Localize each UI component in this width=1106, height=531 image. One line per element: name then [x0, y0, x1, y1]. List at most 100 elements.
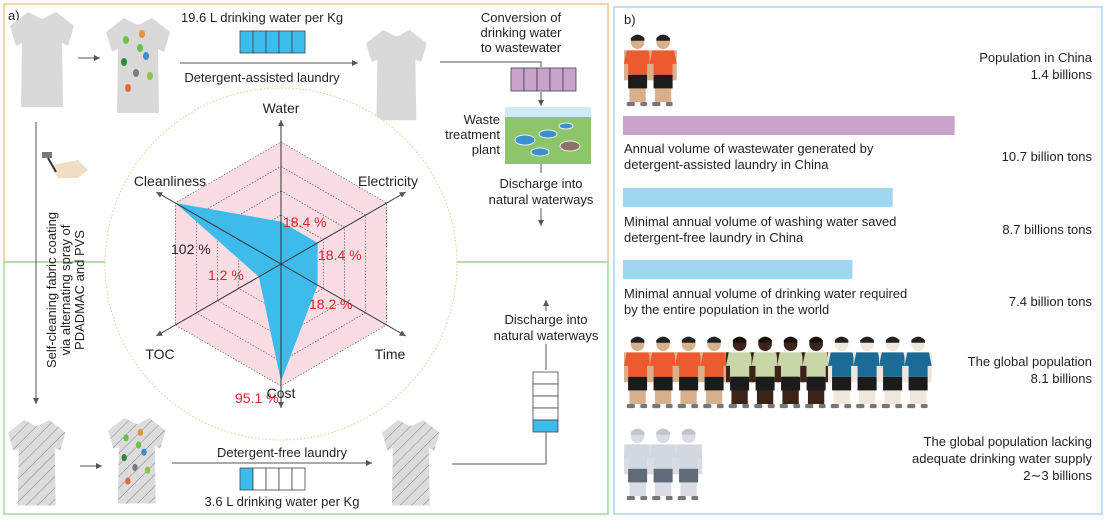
person-icon: [624, 34, 652, 107]
coating-line-1: Self-cleaning fabric coating: [44, 212, 59, 368]
discharge-water-cells: [532, 371, 559, 433]
water-cell: [532, 407, 559, 421]
water-cell: [532, 371, 559, 385]
water-cells-bottom: [239, 467, 306, 491]
person-icon: [853, 336, 881, 409]
water-cell: [562, 67, 577, 92]
bar-value-label: 10.7 billion tons: [1002, 149, 1093, 164]
conversion-line-1: Conversion of: [481, 10, 562, 25]
water-used-top: 19.6 L drinking water per Kg: [181, 10, 343, 25]
panel-b-label: b): [624, 12, 636, 27]
panel-a-label: a): [8, 8, 20, 23]
person-icon: [675, 336, 703, 409]
tshirt-image: [106, 18, 170, 113]
radar-axis-label: Water: [263, 100, 300, 116]
coated-tshirt-image: [382, 420, 440, 506]
water-cell: [510, 67, 525, 92]
radar-value-label: 18.4 %: [318, 247, 362, 263]
water-cell: [252, 467, 267, 491]
discharge-bottom-line-2: natural waterways: [494, 328, 599, 343]
water-cell: [278, 30, 293, 54]
water-used-bottom: 3.6 L drinking water per Kg: [205, 494, 360, 509]
water-cell: [536, 67, 551, 92]
panel-b-frame: [613, 6, 1103, 515]
water-cell: [265, 30, 280, 54]
person-icon: [675, 428, 703, 501]
panel-b-caption: Population in China: [979, 50, 1093, 65]
radar-axis-label: Cleanliness: [134, 173, 206, 189]
discharge-top-line-2: natural waterways: [489, 192, 594, 207]
water-cell: [532, 395, 559, 409]
radar-value-label: 1.2 %: [208, 267, 244, 283]
person-icon: [777, 336, 805, 409]
conversion-line-3: to wastewater: [481, 40, 562, 55]
water-cell: [291, 30, 306, 54]
person-icon: [726, 336, 754, 409]
water-cell: [278, 467, 293, 491]
bar-description: Minimal annual volume of drinking water …: [624, 286, 907, 301]
person-icon: [700, 336, 728, 409]
water-cells-top: [239, 30, 306, 54]
connector: [440, 61, 542, 67]
radar-value-label: 95.1 %: [235, 390, 279, 406]
panel-b-caption: 2∼3 billions: [1023, 468, 1092, 483]
discharge-bottom-line-1: Discharge into: [504, 312, 587, 327]
person-icon: [624, 336, 652, 409]
radar-axis-cleanliness: [156, 191, 282, 265]
person-icon: [802, 336, 830, 409]
radar-data-area: [175, 203, 318, 382]
wastewater-cells: [510, 67, 577, 92]
radar-axis-label: TOC: [145, 346, 174, 362]
value-bar: [623, 188, 893, 207]
radar-axis-label: Time: [375, 346, 406, 362]
coated-tshirt-image: [8, 420, 66, 506]
water-cell: [291, 467, 306, 491]
panel-b-caption: adequate drinking water supply: [912, 451, 1092, 466]
waste-treatment-plant-image: [505, 107, 591, 164]
person-icon: [879, 336, 907, 409]
water-cell: [252, 30, 267, 54]
bar-description: by the entire population in the world: [624, 302, 829, 317]
water-cell: [532, 419, 559, 433]
bar-description: detergent-assisted laundry in China: [624, 157, 829, 172]
value-bar: [623, 260, 853, 279]
coated-tshirt-image: [108, 418, 166, 504]
tshirt-image: [10, 12, 74, 107]
bar-description: Minimal annual volume of washing water s…: [624, 214, 896, 229]
radar-value-label: 18.4 %: [283, 214, 327, 230]
spray-hand-icon: [42, 152, 88, 178]
person-icon: [751, 336, 779, 409]
connector: [452, 432, 547, 465]
value-bar: [623, 116, 955, 135]
panel-b-caption: 8.1 billions: [1031, 371, 1093, 386]
person-icon: [649, 34, 677, 107]
panel-b-caption: 1.4 billions: [1031, 67, 1093, 82]
bar-value-label: 7.4 billion tons: [1009, 294, 1093, 309]
person-icon: [828, 336, 856, 409]
radar-axis-electricity: [280, 191, 406, 265]
water-cell: [239, 30, 254, 54]
water-cell: [523, 67, 538, 92]
plant-line-2: treatment: [445, 127, 500, 142]
panel-b-caption: The global population lacking: [924, 434, 1092, 449]
bar-description: detergent-free laundry in China: [624, 230, 804, 245]
radar-value-label: 102 %: [171, 241, 211, 257]
conversion-line-2: drinking water: [481, 25, 563, 40]
radar-axis-label: Electricity: [358, 173, 418, 189]
discharge-top-line-1: Discharge into: [499, 176, 582, 191]
coating-line-2: via alternating spray of: [58, 224, 73, 355]
panel-b-caption: The global population: [968, 354, 1092, 369]
tshirt-image: [366, 30, 427, 121]
radar-axis-toc: [156, 263, 282, 337]
person-icon: [649, 428, 677, 501]
bar-value-label: 8.7 billions tons: [1002, 222, 1092, 237]
bar-description: Annual volume of wastewater generated by: [624, 141, 874, 156]
plant-line-3: plant: [472, 142, 501, 157]
plant-line-1: Waste: [464, 112, 500, 127]
coating-line-3: PDADMAC and PVS: [72, 230, 87, 350]
radar-axis-label: Cost: [267, 385, 296, 401]
water-cell: [532, 383, 559, 397]
